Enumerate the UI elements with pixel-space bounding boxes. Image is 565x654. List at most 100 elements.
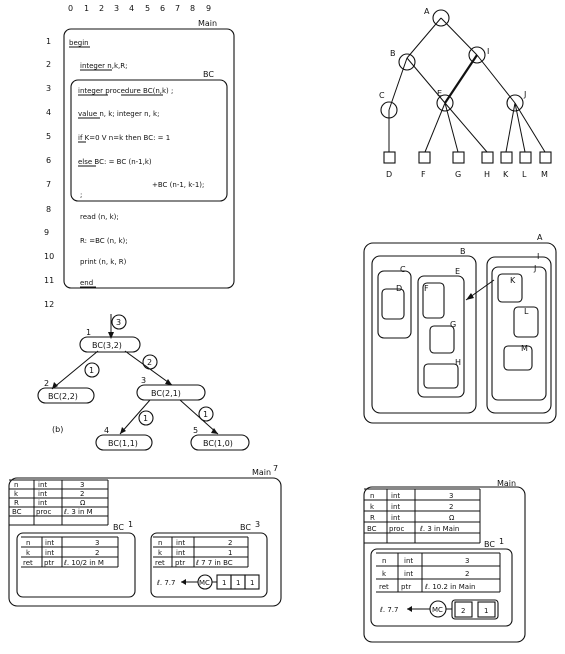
code-line: R: =BC (n, k); [80, 237, 128, 245]
mc-cell-value: 1 [236, 579, 240, 587]
main-frame-suffix: 7 [273, 464, 278, 473]
var-type: int [45, 539, 54, 547]
var-value: Ω [80, 499, 86, 507]
code-line: begin [69, 39, 89, 47]
tree-label: M [541, 170, 548, 179]
tree-leaf-square [519, 151, 532, 164]
var-type: int [176, 539, 185, 547]
step-marker-label: 2 [147, 358, 152, 367]
var-type: int [45, 549, 54, 557]
line-number: 11 [44, 276, 54, 285]
call-node-number: 2 [44, 379, 49, 388]
var-name: n [26, 539, 30, 547]
call-node [37, 387, 95, 404]
ruler-6: 6 [160, 4, 165, 13]
step-marker-label: 3 [116, 318, 121, 327]
nested-blocks-diagram: A B C D E F G H I J K L M [363, 233, 557, 424]
var-type: int [38, 490, 47, 498]
call-node-label: BC(3,2) [92, 341, 122, 350]
var-value: 2 [80, 490, 84, 498]
tree-node-circle [432, 9, 450, 27]
mc-cell-value: 1 [222, 579, 226, 587]
ruler-5: 5 [145, 4, 150, 13]
var-value: ℓ 7 7 in BC [195, 559, 233, 567]
var-value: ℓ. 10.2 in Main [424, 583, 475, 591]
var-name: k [26, 549, 31, 557]
var-name: ret [379, 583, 389, 591]
tree-diagram: A B I C E J D F G H K L M [379, 7, 552, 179]
tree-edge [440, 17, 478, 56]
ruler-9: 9 [206, 4, 211, 13]
tree-label: D [386, 170, 392, 179]
tree-edge [388, 57, 408, 111]
line-numbers: 1 2 3 4 5 6 7 8 9 10 11 12 [44, 37, 54, 309]
call-node-number: 4 [104, 426, 109, 435]
program-listing: 0 1 2 3 4 5 6 7 8 9 Main BC 1 2 3 4 5 6 … [44, 4, 235, 309]
var-type: ptr [175, 559, 185, 567]
arrow-head-icon [181, 579, 186, 585]
block-frame [513, 306, 539, 338]
var-name: k [382, 570, 387, 578]
mc-label: MC [199, 579, 210, 587]
bc-block-label: BC [203, 70, 214, 79]
var-value: 2 [449, 503, 453, 511]
arrow-head-icon [466, 293, 474, 300]
bc-frame-label: BC [484, 540, 495, 549]
call-node-label: BC(2,2) [48, 392, 78, 401]
mc-cell-group [451, 599, 499, 620]
tree-leaf-square [418, 151, 431, 164]
var-value: 2 [465, 570, 469, 578]
line-number: 9 [44, 228, 49, 237]
panel-label: (b) [52, 425, 63, 434]
code-line: end [80, 279, 93, 287]
main-frame-label: Main [252, 468, 271, 477]
line-number: 3 [46, 84, 51, 93]
line-number: 8 [46, 205, 51, 214]
main-vars-table: n int 3 k int 2 R int Ω BC proc ℓ. 3 in … [364, 488, 481, 544]
bc-frame-label: BC [240, 523, 251, 532]
var-value: 2 [95, 549, 99, 557]
call-node-number: 3 [141, 376, 146, 385]
tree-label: L [522, 170, 527, 179]
code-line: read (n, k); [80, 213, 119, 221]
code-line: else BC: = BC (n-1,k) [78, 158, 152, 166]
stack-diagram-right: Main n int 3 k int 2 R int Ω BC proc ℓ. … [363, 479, 526, 643]
block-frame [371, 255, 477, 414]
step-marker-circle [111, 314, 127, 330]
main-frame [363, 486, 526, 643]
step-marker-label: 1 [203, 410, 208, 419]
line-number: 6 [46, 156, 51, 165]
bc-block-frame [70, 79, 228, 202]
var-type: int [391, 514, 400, 522]
main-frame [8, 477, 282, 607]
ruler-1: 1 [84, 4, 89, 13]
step-marker-circle [142, 354, 158, 370]
code-line: value n, k; integer n, k; [78, 110, 159, 118]
tree-leaf-square [500, 151, 513, 164]
block-label: A [537, 233, 543, 242]
call-edge [179, 399, 219, 435]
var-type: proc [389, 525, 404, 533]
mc-cell [454, 601, 473, 618]
call-node-label: BC(1,0) [203, 439, 233, 448]
ruler-3: 3 [114, 4, 119, 13]
block-label: F [424, 284, 429, 293]
code-lines: begin integer n,k,R; integer procedure B… [69, 39, 204, 287]
code-line: integer n,k,R; [80, 62, 127, 70]
var-type: int [38, 481, 47, 489]
var-name: n [14, 481, 18, 489]
code-line: integer procedure BC(n,k) ; [78, 87, 173, 95]
block-frame [422, 282, 445, 319]
ruler-8: 8 [190, 4, 195, 13]
main-frame-label: Main [497, 479, 516, 488]
var-value: 3 [449, 492, 453, 500]
var-type: int [404, 557, 413, 565]
tree-leaf-square [481, 151, 494, 164]
block-label: G [450, 320, 456, 329]
call-node-label: BC(2,1) [151, 389, 181, 398]
tree-label: B [390, 49, 396, 58]
mc-cell-value: 1 [250, 579, 254, 587]
tree-node-circle [468, 46, 486, 64]
call-tree-diagram: BC(3,2) BC(2,2) BC(2,1) BC(1,1) BC(1,0) … [37, 314, 250, 451]
var-name: n [382, 557, 386, 565]
